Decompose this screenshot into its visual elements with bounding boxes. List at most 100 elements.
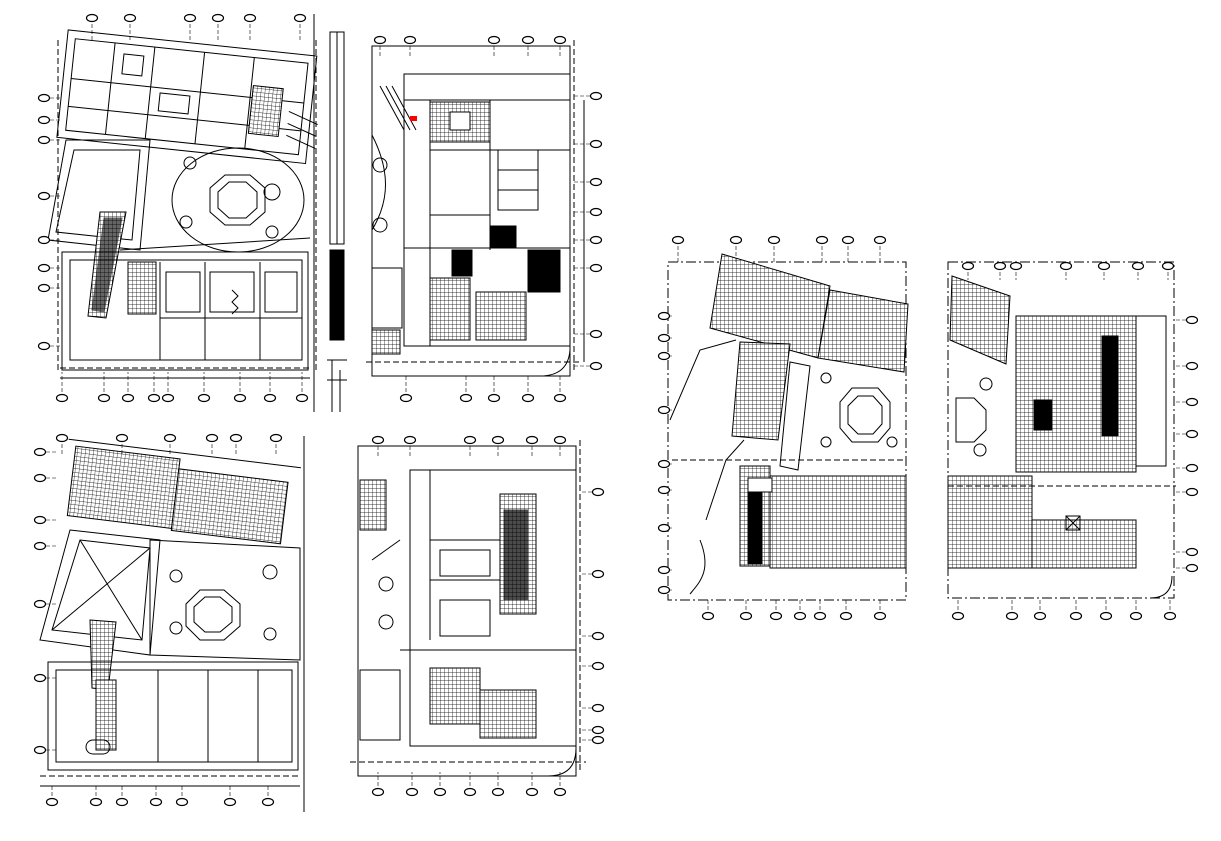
grid-bubble — [591, 703, 605, 713]
grid-bubble — [293, 13, 307, 23]
grid-bubble — [55, 393, 69, 403]
grid-bubble — [1097, 261, 1111, 271]
grid-bubble — [399, 393, 413, 403]
grid-bubble — [261, 797, 275, 807]
grid-bubble — [657, 311, 671, 321]
plan-roof-left — [667, 253, 909, 601]
grid-bubble — [487, 393, 501, 403]
grid-bubble — [487, 35, 501, 45]
grid-bubble — [657, 351, 671, 361]
grid-bubble — [197, 393, 211, 403]
plan-terrace-right — [350, 440, 586, 777]
grid-bubble — [657, 585, 671, 595]
grid-bubble — [33, 745, 47, 755]
grid-bubble — [1185, 429, 1199, 439]
angled-wing — [56, 29, 318, 165]
grid-bubble — [815, 235, 829, 245]
grid-bubble — [233, 393, 247, 403]
grid-bubble — [1185, 463, 1199, 473]
grid-bubble — [553, 35, 567, 45]
grid-bubble — [37, 235, 51, 245]
grid-bubble — [403, 435, 417, 445]
grid-reference-bubbles — [33, 13, 1199, 807]
plan-roof-right — [947, 261, 1176, 599]
grid-bubble — [37, 283, 51, 293]
grid-bubble — [657, 459, 671, 469]
grid-bubble — [147, 393, 161, 403]
grid-bubble — [739, 611, 753, 621]
grid-bubble — [839, 611, 853, 621]
grid-bubble — [33, 599, 47, 609]
grid-bubble — [1005, 611, 1019, 621]
grid-bubble — [589, 139, 603, 149]
grid-bubble — [123, 13, 137, 23]
grid-bubble — [37, 115, 51, 125]
grid-bubble — [33, 673, 47, 683]
grid-bubble — [591, 569, 605, 579]
grid-bubble — [183, 13, 197, 23]
grid-bubble — [373, 35, 387, 45]
grid-bubble — [589, 177, 603, 187]
grid-bubble — [89, 797, 103, 807]
grid-bubble — [37, 135, 51, 145]
plan-ground-floor-right — [366, 40, 585, 377]
grid-bubble — [657, 565, 671, 575]
grid-bubble — [491, 787, 505, 797]
grid-bubble — [657, 485, 671, 495]
grid-bubble — [463, 787, 477, 797]
grid-bubble — [33, 447, 47, 457]
grid-bubble — [37, 341, 51, 351]
grid-bubble — [55, 433, 69, 443]
grid-bubble — [37, 263, 51, 273]
grid-bubble — [269, 433, 283, 443]
grid-bubble — [491, 435, 505, 445]
grid-bubble — [591, 487, 605, 497]
grid-bubble — [591, 631, 605, 641]
grid-bubble — [115, 797, 129, 807]
grid-bubble — [1185, 487, 1199, 497]
grid-bubble — [1185, 397, 1199, 407]
grid-bubble — [591, 735, 605, 745]
grid-bubble — [873, 611, 887, 621]
red-section-marker — [410, 116, 417, 121]
grid-bubble — [1163, 611, 1177, 621]
grid-bubble — [951, 611, 965, 621]
section-elevation-strip — [313, 14, 347, 412]
grid-bubble — [121, 393, 135, 403]
grid-bubble — [37, 93, 51, 103]
grid-bubble — [371, 435, 385, 445]
grid-bubble — [729, 235, 743, 245]
grid-bubble — [149, 797, 163, 807]
grid-bubble — [1185, 315, 1199, 325]
grid-bubble — [1185, 547, 1199, 557]
grid-bubble — [1099, 611, 1113, 621]
grid-bubble — [1033, 611, 1047, 621]
grid-bubble — [463, 435, 477, 445]
grid-bubble — [525, 435, 539, 445]
grid-bubble — [211, 13, 225, 23]
grid-bubble — [701, 611, 715, 621]
grid-bubble — [33, 515, 47, 525]
grid-bubble — [223, 797, 237, 807]
grid-bubble — [793, 611, 807, 621]
grid-bubble — [813, 611, 827, 621]
grid-bubble — [1185, 563, 1199, 573]
grid-bubble — [993, 261, 1007, 271]
plan-terrace-left — [39, 436, 305, 812]
grid-bubble — [161, 393, 175, 403]
grid-bubble — [403, 35, 417, 45]
grid-bubble — [553, 787, 567, 797]
grid-bubble — [589, 207, 603, 217]
grid-bubble — [1009, 261, 1023, 271]
grid-bubble — [589, 263, 603, 273]
grid-bubble — [229, 433, 243, 443]
grid-bubble — [371, 787, 385, 797]
grid-bubble — [589, 91, 603, 101]
grid-bubble — [591, 725, 605, 735]
grid-bubble — [589, 361, 603, 371]
grid-bubble — [525, 787, 539, 797]
grid-bubble — [263, 393, 277, 403]
plan-ground-floor-left — [47, 29, 318, 379]
